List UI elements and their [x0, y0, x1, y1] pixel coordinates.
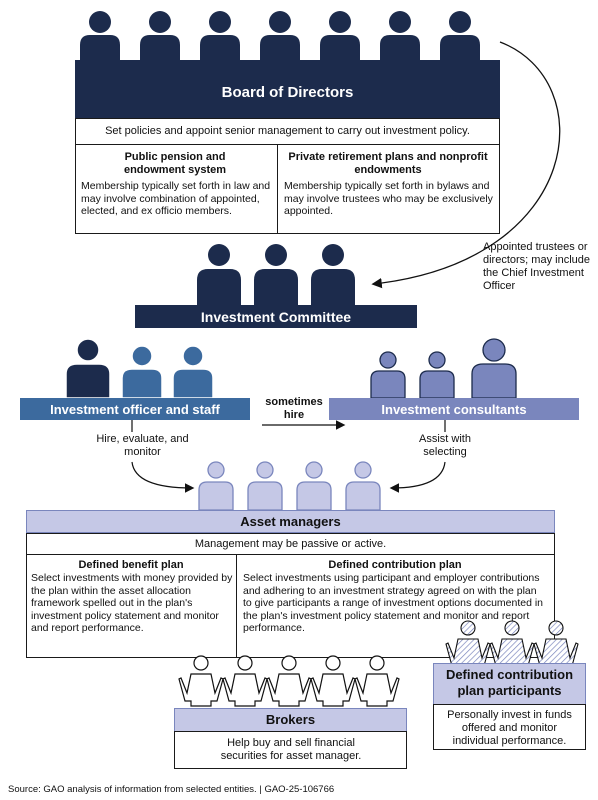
board-types-box: [75, 144, 500, 234]
participants-bar: [433, 663, 586, 705]
public-pension-heading: Public pension and endowment system: [123, 151, 227, 176]
board-members-icon: [80, 11, 480, 60]
dc-plan-text: Select investments using participant and…: [243, 572, 544, 634]
private-plans-text: Membership typically set forth in bylaws…: [284, 180, 493, 217]
participants-title: Defined contribution plan participants: [445, 667, 574, 698]
appointed-note: Appointed trustees or directors; may inc…: [483, 241, 590, 292]
committee-bar: [135, 305, 417, 328]
consultants-bar: [329, 398, 579, 420]
board-policy-text: Set policies and appoint senior manageme…: [105, 125, 470, 137]
board-title: Board of Directors: [221, 84, 354, 101]
dc-plan-heading: Defined contribution plan: [328, 559, 462, 571]
officer-title: Investment officer and staff: [50, 402, 220, 417]
consultants-icon: [370, 338, 517, 399]
board-title-bar: [75, 60, 500, 118]
asset-managers-bar: [26, 510, 555, 533]
brokers-text: Help buy and sell financial securities f…: [220, 737, 362, 762]
participants-icon: [445, 620, 579, 672]
public-pension-text: Membership typically set forth in law an…: [81, 180, 271, 217]
officer-staff-icon: [65, 338, 214, 399]
officer-arrow-label: Hire, evaluate, and monitor: [96, 433, 189, 458]
db-plan-text: Select investments with money provided b…: [31, 572, 233, 634]
brokers-text-box: [174, 731, 407, 769]
sometimes-hire-label: sometimes hire: [265, 396, 323, 421]
asset-managers-management-text: Management may be passive or active.: [194, 538, 387, 550]
participants-text-box: [433, 704, 586, 750]
asset-managers-plans-divider: [236, 554, 237, 658]
board-types-divider: [277, 144, 278, 234]
source-note: Source: GAO analysis of information from…: [8, 784, 335, 795]
brokers-icon: [178, 655, 400, 707]
brokers-title: Brokers: [265, 712, 316, 727]
consultants-title: Investment consultants: [381, 402, 527, 417]
private-plans-heading: Private retirement plans and nonprofit e…: [288, 151, 488, 176]
officer-bar: [20, 398, 250, 420]
committee-members-icon: [197, 244, 355, 306]
participants-text: Personally invest in funds offered and m…: [447, 709, 572, 747]
asset-managers-title: Asset managers: [240, 514, 341, 529]
db-plan-heading: Defined benefit plan: [78, 559, 184, 571]
board-policy-box: [75, 118, 500, 145]
committee-title: Investment Committee: [200, 309, 352, 325]
asset-managers-icon: [198, 461, 381, 511]
consultants-arrow-label: Assist with selecting: [419, 433, 471, 458]
